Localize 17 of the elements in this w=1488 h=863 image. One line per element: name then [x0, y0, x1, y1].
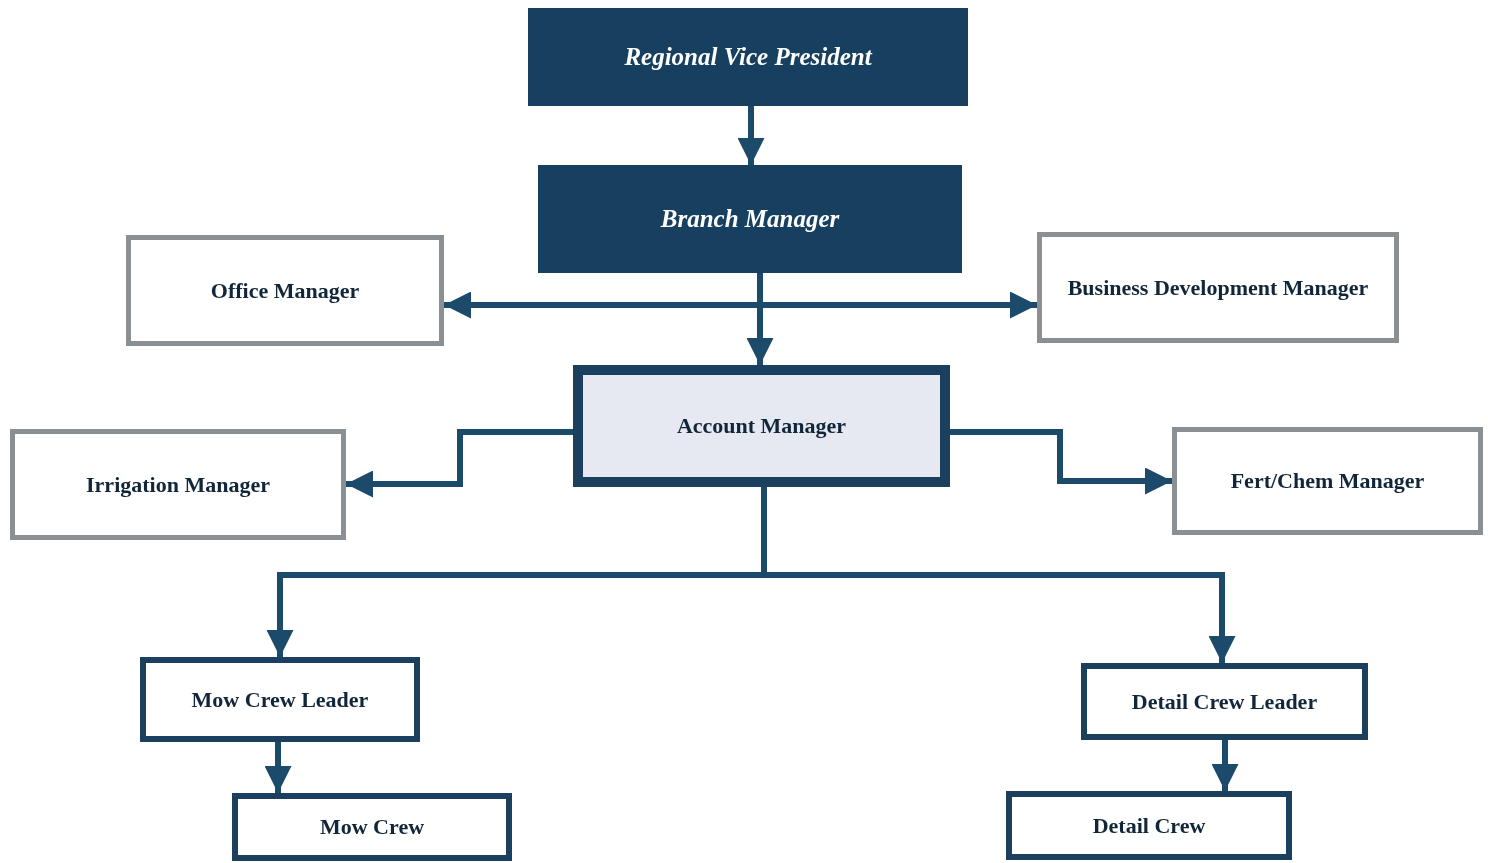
arrow: [264, 742, 292, 793]
role-box: Account Manager: [573, 365, 950, 487]
role-box: Regional Vice President: [528, 8, 968, 106]
role-box: Irrigation Manager: [10, 429, 346, 540]
arrow: [1211, 740, 1239, 791]
role-box: Office Manager: [126, 235, 444, 346]
role-box: Fert/Chem Manager: [1172, 427, 1483, 535]
arrow: [737, 106, 765, 165]
role-box: Mow Crew Leader: [140, 657, 420, 742]
role-box: Detail Crew Leader: [1081, 663, 1368, 740]
arrow: [950, 429, 1172, 495]
role-box: Branch Manager: [538, 165, 962, 273]
arrow: [761, 487, 1236, 663]
role-box: Business Development Manager: [1037, 232, 1399, 343]
role-box: Mow Crew: [232, 793, 512, 861]
role-box: Detail Crew: [1006, 791, 1292, 860]
arrow: [346, 429, 573, 498]
